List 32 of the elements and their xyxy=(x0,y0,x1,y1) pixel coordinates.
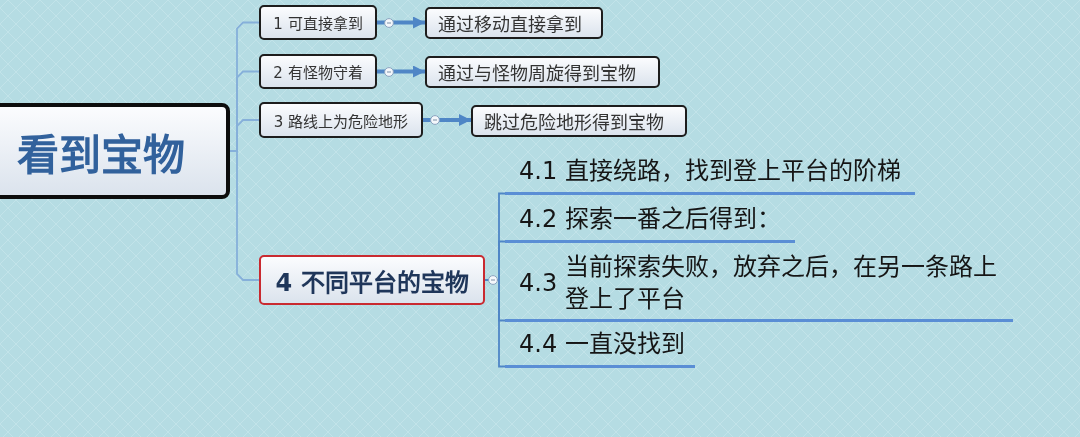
topic-text: 通过与怪物周旋得到宝物 xyxy=(438,62,636,85)
topic-box xyxy=(259,255,485,305)
central-topic-box xyxy=(0,103,230,199)
topic-text: 一直没找到 xyxy=(565,329,686,360)
topic-text: 看到宝物 xyxy=(17,129,185,182)
topic-number: 4.2 xyxy=(519,204,558,235)
underlined-topic xyxy=(505,328,695,368)
topic-box xyxy=(259,5,377,40)
result-box xyxy=(425,56,660,88)
arrow xyxy=(377,65,425,78)
underlined-topic xyxy=(505,203,795,243)
underlined-topic xyxy=(505,251,1013,322)
topic-text: 1 可直接拿到 xyxy=(273,14,363,33)
underlined-topic xyxy=(505,155,915,195)
connector-line xyxy=(229,150,260,281)
topic-text: 通过移动直接拿到 xyxy=(438,13,582,36)
result-box xyxy=(471,105,687,137)
topic-number: 4.1 xyxy=(519,156,558,187)
topic-text: 3 路线上为危险地形 xyxy=(273,111,409,131)
topic-text: 直接绕路，找到登上平台的阶梯 xyxy=(565,156,902,187)
topic-box xyxy=(259,54,377,89)
topic-box xyxy=(259,102,423,138)
arrow xyxy=(377,16,425,29)
topic-text: 跳过危险地形得到宝物 xyxy=(484,111,664,134)
topic-text: 当前探索失败，放弃之后，在另一条路上登上了平台 xyxy=(565,251,999,315)
topic-text: 2 有怪物守着 xyxy=(273,63,363,82)
topic-text: 探索一番之后得到： xyxy=(565,204,782,235)
result-box xyxy=(425,7,603,39)
topic-number: 4.3 xyxy=(519,267,558,299)
arrow xyxy=(423,114,471,126)
topic-number: 4.4 xyxy=(519,329,558,360)
topic-text: 4 不同平台的宝物 xyxy=(275,267,469,298)
